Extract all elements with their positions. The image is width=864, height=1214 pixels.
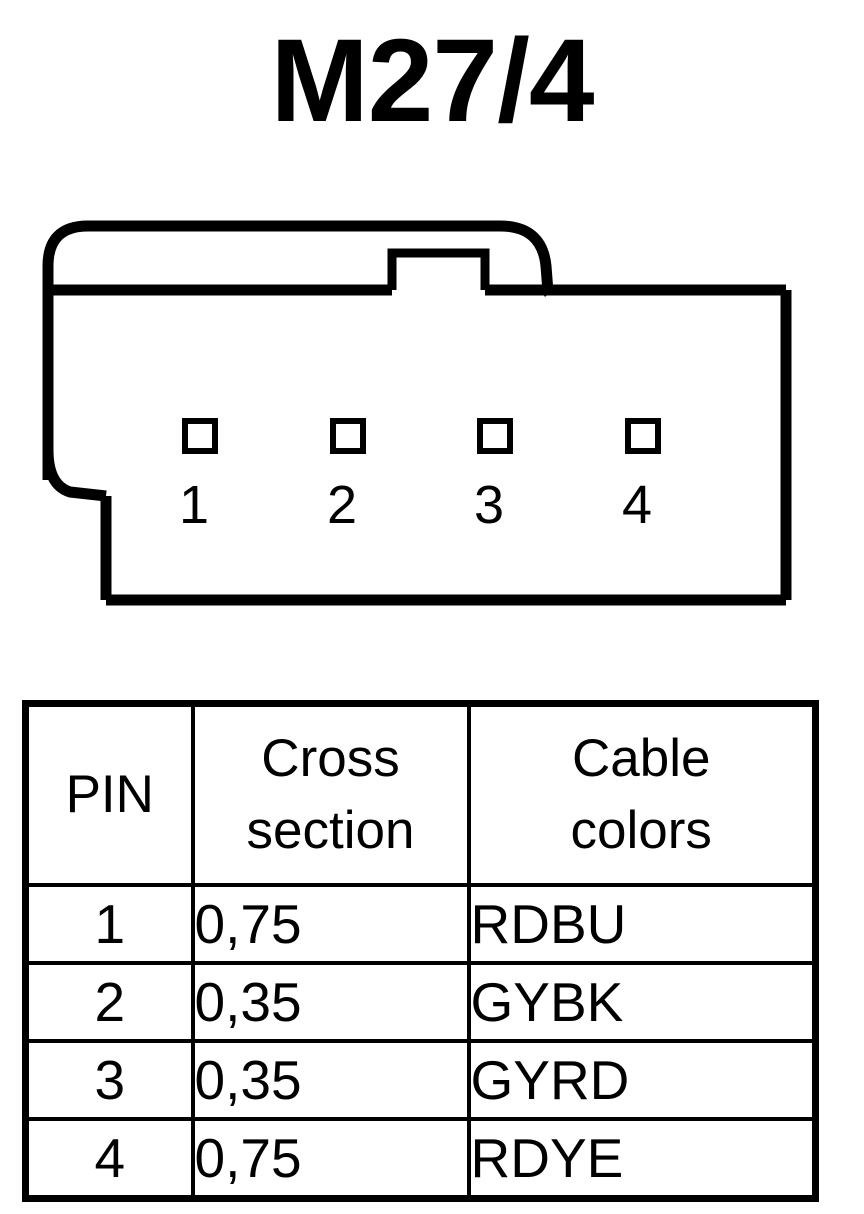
pin-contact-4[interactable] <box>625 418 661 454</box>
cell-pin: 3 <box>23 1039 195 1121</box>
connector-outline-svg <box>42 220 792 606</box>
pin-contact-3[interactable] <box>477 418 513 454</box>
cell-pin: 4 <box>23 1117 195 1201</box>
column-header-cable-colors: Cable colors <box>466 701 818 887</box>
pin-label-3: 3 <box>473 475 505 535</box>
column-header-colors-line1: Cable <box>572 729 711 788</box>
cell-cable-colors: GYBK <box>466 961 818 1043</box>
table-row: 3 0,35 GYRD <box>23 1039 818 1121</box>
pin-label-1: 1 <box>178 475 210 535</box>
page-title: M27/4 <box>270 15 595 147</box>
pin-contact-2[interactable] <box>330 418 366 454</box>
table-row: 2 0,35 GYBK <box>23 961 818 1043</box>
connector-diagram: 1 2 3 4 <box>0 200 864 630</box>
cell-cross-section: 0,75 <box>190 1117 471 1201</box>
cell-pin: 2 <box>23 961 195 1043</box>
cell-cable-colors: RDBU <box>466 883 818 965</box>
connector-cap-top-outline <box>42 220 554 480</box>
cell-cross-section: 0,75 <box>190 883 471 965</box>
table-header-row: PIN Cross section Cable colors <box>23 701 818 887</box>
cell-pin: 1 <box>23 883 195 965</box>
column-header-pin: PIN <box>23 701 195 887</box>
column-header-cross-section: Cross section <box>190 701 471 887</box>
pin-contact-1[interactable] <box>182 418 218 454</box>
pin-assignment-table: PIN Cross section Cable colors 1 0,75 RD… <box>22 700 819 1202</box>
pin-label-4: 4 <box>621 475 653 535</box>
cell-cable-colors: GYRD <box>466 1039 818 1121</box>
column-header-cross-line1: Cross <box>261 729 400 788</box>
pin-label-2: 2 <box>326 475 358 535</box>
table-row: 4 0,75 RDYE <box>23 1117 818 1201</box>
column-header-cross-line2: section <box>246 801 415 860</box>
column-header-colors-line2: colors <box>570 801 712 860</box>
connector-latch-notch <box>387 248 490 290</box>
pin-table-container: PIN Cross section Cable colors 1 0,75 RD… <box>22 700 819 1202</box>
connector-left-shell-curve <box>42 444 107 502</box>
column-header-pin-text: PIN <box>65 765 154 824</box>
cell-cross-section: 0,35 <box>190 1039 471 1121</box>
table-row: 1 0,75 RDBU <box>23 883 818 965</box>
cell-cross-section: 0,35 <box>190 961 471 1043</box>
cell-cable-colors: RDYE <box>466 1117 818 1201</box>
